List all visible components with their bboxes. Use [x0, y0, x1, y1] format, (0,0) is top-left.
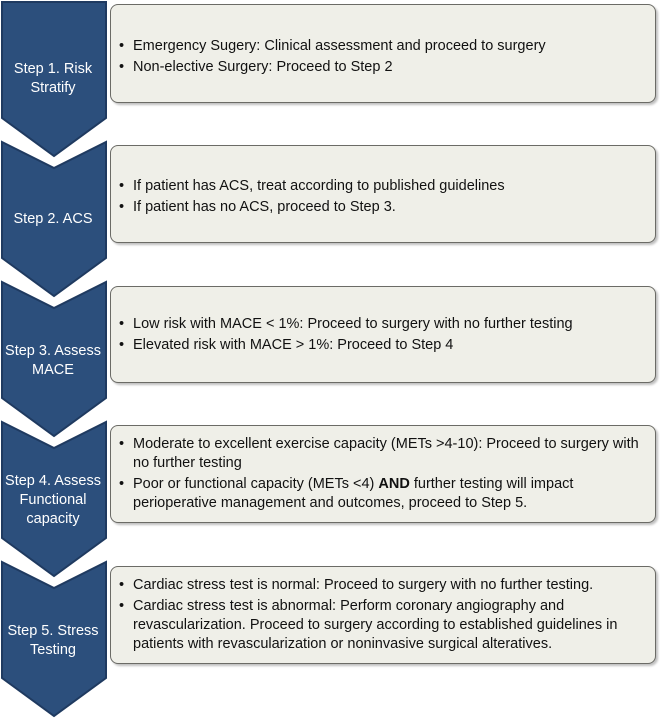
step-2-bullets: •If patient has ACS, treat according to … — [111, 177, 655, 217]
step-3-label: Step 3. Assess MACE — [5, 343, 101, 378]
bullet-item: •Emergency Sugery: Clinical assessment a… — [119, 38, 546, 54]
bullet-item: •If patient has ACS, treat according to … — [119, 178, 505, 194]
bullet-item: •Moderate to excellent exercise capacity… — [119, 436, 639, 471]
step-4-arrow: Step 4. Assess Functional capacity — [0, 420, 108, 580]
bullet-item: •Poor or functional capacity (METs <4) A… — [119, 476, 574, 511]
step-3-arrow: Step 3. Assess MACE — [0, 280, 108, 440]
bullet-item: •Low risk with MACE < 1%: Proceed to sur… — [119, 316, 573, 332]
bullet-icon: • — [119, 199, 125, 215]
bullet-item: •If patient has no ACS, proceed to Step … — [119, 199, 396, 215]
bullet-icon: • — [119, 476, 125, 492]
bullet-item: •Cardiac stress test is normal: Proceed … — [119, 577, 594, 593]
bullet-icon: • — [119, 598, 125, 614]
bullet-icon: • — [119, 38, 125, 54]
step-5-label: Step 5. Stress Testing — [7, 623, 99, 658]
bullet-icon: • — [119, 59, 125, 75]
step-4-bullets: •Moderate to excellent exercise capacity… — [111, 435, 655, 513]
bullet-item: •Cardiac stress test is abnormal: Perfor… — [119, 598, 618, 652]
step-2-box: •If patient has ACS, treat according to … — [110, 145, 656, 243]
chevron-arrow-icon — [0, 140, 107, 298]
step-1-arrow: Step 1. Risk Stratify — [0, 0, 108, 160]
step-1-label: Step 1. Risk Stratify — [13, 61, 93, 96]
bullet-icon: • — [119, 337, 125, 353]
bullet-icon: • — [119, 178, 125, 194]
emphasis-text: AND — [378, 476, 410, 492]
bullet-icon: • — [119, 316, 125, 332]
bullet-item: •Elevated risk with MACE > 1%: Proceed t… — [119, 337, 454, 353]
step-4-label: Step 4. Assess Functional capacity — [5, 473, 101, 527]
step-4-box: •Moderate to excellent exercise capacity… — [110, 425, 656, 523]
step-1-bullets: •Emergency Sugery: Clinical assessment a… — [111, 37, 655, 77]
step-5-box: •Cardiac stress test is normal: Proceed … — [110, 566, 656, 664]
chevron-arrow-icon — [0, 280, 107, 438]
step-5-bullets: •Cardiac stress test is normal: Proceed … — [111, 576, 655, 654]
chevron-arrow-icon — [0, 420, 107, 578]
chevron-arrow-icon — [0, 560, 107, 718]
step-1-box: •Emergency Sugery: Clinical assessment a… — [110, 4, 656, 103]
step-3-box: •Low risk with MACE < 1%: Proceed to sur… — [110, 286, 656, 383]
bullet-icon: • — [119, 577, 125, 593]
chevron-arrow-icon — [0, 1, 107, 158]
step-2-arrow: Step 2. ACS — [0, 140, 108, 300]
step-5-arrow: Step 5. Stress Testing — [0, 560, 108, 720]
step-2-label: Step 2. ACS — [13, 211, 93, 227]
bullet-item: •Non-elective Surgery: Proceed to Step 2 — [119, 59, 393, 75]
bullet-icon: • — [119, 436, 125, 452]
step-3-bullets: •Low risk with MACE < 1%: Proceed to sur… — [111, 315, 655, 355]
